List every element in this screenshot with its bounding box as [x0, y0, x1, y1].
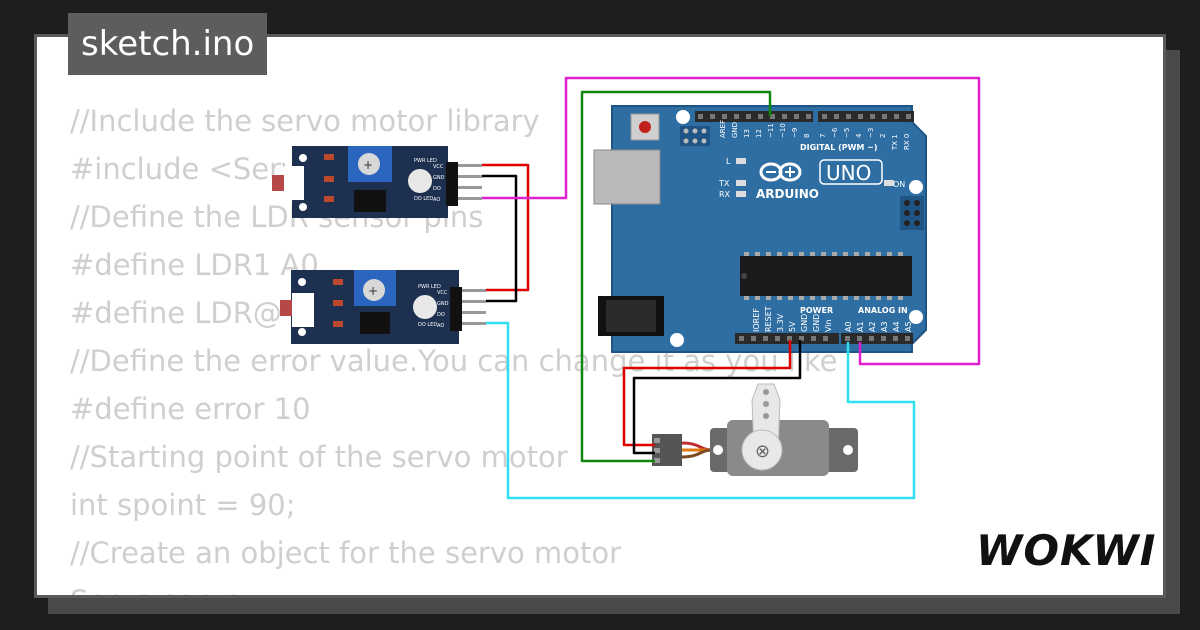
pin-label: A2: [868, 321, 877, 332]
pin-label: GND: [800, 314, 809, 332]
pin-label: 13: [743, 129, 751, 138]
code-line: int spoint = 90;: [70, 488, 296, 522]
ldr-sensor-2[interactable]: + PWR LED DO LED VCC GND DO AO: [280, 270, 486, 344]
pin-label: 4: [855, 133, 863, 138]
pin-label: ~9: [791, 128, 799, 138]
usb-port: [593, 149, 661, 205]
code-line: Servo servo;: [70, 577, 838, 595]
pwr-led-label: PWR LED: [414, 158, 437, 164]
svg-text:+: +: [368, 284, 378, 298]
pin-label: 12: [755, 129, 763, 138]
pin-label: ~5: [843, 128, 851, 138]
pin-label: A1: [856, 321, 865, 332]
pin-label: A5: [904, 321, 913, 332]
wokwi-logo[interactable]: WOKWI: [976, 526, 1157, 575]
ldr-sensor-1[interactable]: + PWR LED DO LED VCC GND DO AO: [272, 146, 482, 218]
pin-label: 2: [879, 134, 887, 138]
pin-label: DO: [433, 186, 441, 192]
pin-label: A3: [880, 321, 889, 332]
do-led-label: DO LED: [418, 322, 437, 328]
pin-label: RESET: [764, 306, 773, 332]
pin-label: VCC: [437, 290, 448, 296]
pwr-led-label: PWR LED: [418, 284, 441, 290]
analog-label: ANALOG IN: [858, 306, 908, 315]
code-line: //Starting point of the servo motor: [70, 440, 568, 474]
pin-label: ~11: [767, 123, 775, 138]
code-line: //Create an object for the servo motor: [70, 536, 621, 570]
pin-label: AREF: [719, 120, 727, 138]
pin-label: 8: [803, 134, 811, 138]
rx-led-label: RX: [719, 190, 731, 199]
do-led-label: DO LED: [414, 196, 433, 202]
wires: [482, 76, 981, 500]
microcontroller-chip: [740, 252, 912, 300]
pin-label: TX 1: [891, 134, 899, 151]
pin-label: VCC: [433, 164, 444, 170]
pin-label: Vin: [824, 319, 833, 332]
pin-label: AO: [437, 323, 444, 329]
pin-label: 3.3V: [776, 313, 785, 332]
tx-led-label: TX: [718, 179, 730, 188]
file-title[interactable]: sketch.ino: [68, 13, 268, 75]
pin-label: ~6: [831, 127, 839, 138]
servo-motor[interactable]: ⊗: [652, 383, 858, 476]
on-led-label: ON: [893, 180, 905, 189]
pin-label: GND: [731, 122, 739, 138]
pin-label: DO: [437, 312, 445, 318]
arduino-brand: ARDUINO: [756, 187, 819, 201]
pin-label: AO: [433, 197, 440, 203]
arduino-board[interactable]: AREF GND 13 12 ~11 ~10 ~9 8 7 ~6 ~5 4 ~3…: [593, 105, 927, 353]
pin-label: A0: [844, 321, 853, 332]
servo-shaft-icon: ⊗: [755, 441, 770, 462]
pin-label: GND: [433, 175, 445, 181]
pin-label: GND: [812, 314, 821, 332]
pin-label: GND: [437, 301, 449, 307]
code-line: #define LDR1 A0: [70, 248, 319, 282]
code-line: //Include the servo motor library: [70, 104, 540, 138]
pin-label: 5V: [788, 321, 797, 332]
svg-text:+: +: [363, 158, 373, 172]
pin-label: A4: [892, 321, 901, 332]
uno-logo: UNO: [826, 161, 871, 185]
power-label: POWER: [800, 306, 833, 315]
pin-label: ~3: [867, 128, 875, 138]
pin-label: 7: [819, 134, 827, 138]
pin-label: RX 0: [903, 134, 911, 150]
l-led-label: L: [726, 157, 731, 166]
digital-label: DIGITAL (PWM ~): [800, 143, 878, 152]
pin-label: ~10: [779, 123, 787, 138]
code-line: #define error 10: [70, 392, 311, 426]
pin-label: IOREF: [752, 308, 761, 332]
arduino-logo-icon: [759, 162, 802, 182]
